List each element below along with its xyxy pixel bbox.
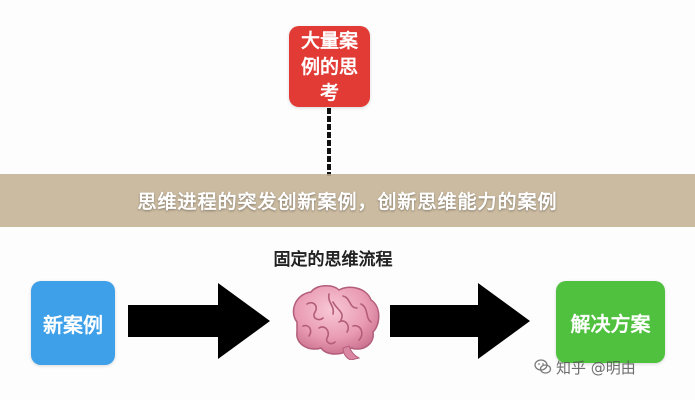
new-case-box: 新案例: [31, 281, 115, 365]
solution-box: 解决方案: [556, 281, 665, 363]
watermark: 知乎 @明由: [534, 356, 636, 378]
fixed-thinking-process-label: 固定的思维流程: [273, 250, 393, 270]
watermark-text: 知乎 @明由: [556, 358, 636, 377]
solution-label: 解决方案: [570, 311, 651, 336]
new-case-label: 新案例: [43, 312, 103, 337]
brain-icon: [292, 285, 380, 360]
many-cases-thinking-label: 大量案例的思考: [300, 29, 358, 104]
banner-title: 思维进程的突发创新案例，创新思维能力的案例: [137, 191, 558, 213]
arrow-right-icon: [390, 283, 530, 359]
many-cases-thinking-box: 大量案例的思考: [289, 26, 370, 107]
wechat-icon: [534, 359, 552, 374]
title-banner: 思维进程的突发创新案例，创新思维能力的案例: [0, 174, 695, 227]
arrow-right-icon: [128, 283, 270, 359]
